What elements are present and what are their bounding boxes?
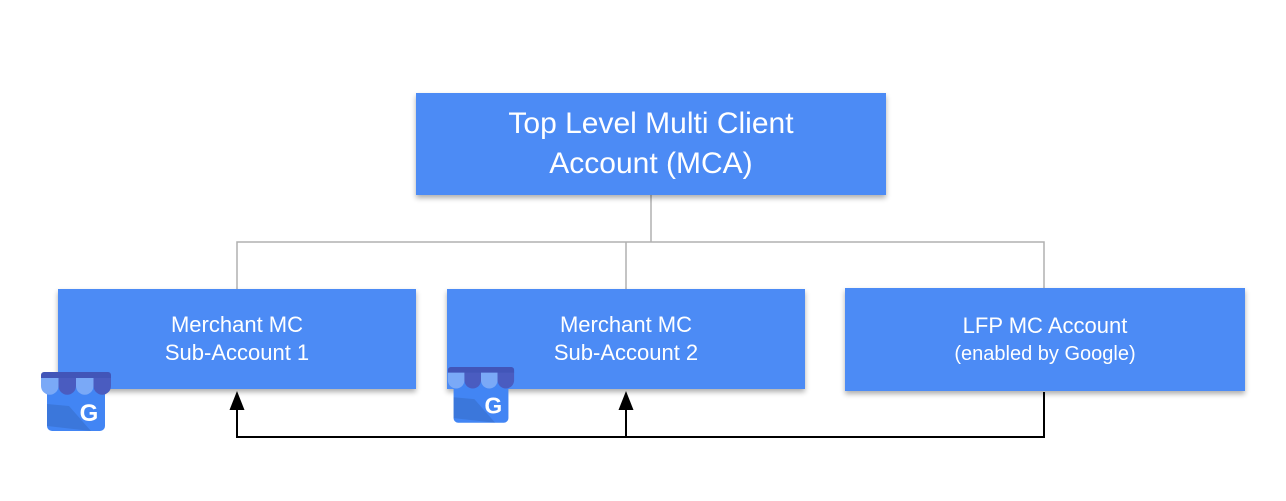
arrowhead-to-sub1 <box>229 391 245 410</box>
node-label-line: Merchant MC <box>170 312 304 337</box>
icon-g-letter: G <box>484 392 502 418</box>
node-label-line: Sub-Account 2 <box>553 340 699 365</box>
arrowhead-to-sub2 <box>618 391 634 410</box>
tree-connector <box>236 195 1045 289</box>
node-lfp-mc-account: LFP MC Account (enabled by Google) <box>845 288 1245 391</box>
node-label-line: LFP MC Account <box>962 312 1128 338</box>
icon-g-letter: G <box>80 400 99 427</box>
node-merchant-sub-account-1: Merchant MC Sub-Account 1 <box>58 289 416 389</box>
google-business-profile-icon: G <box>447 366 515 423</box>
arrowheads <box>229 391 634 410</box>
node-top-level-mca: Top Level Multi Client Account (MCA) <box>416 93 886 195</box>
node-label-line: Sub-Account 1 <box>164 340 310 365</box>
node-label-line: Merchant MC <box>559 312 693 337</box>
lfp-flow-arrows <box>236 392 1045 438</box>
google-business-profile-icon: G <box>41 372 111 431</box>
node-label-line: Top Level Multi Client <box>508 107 794 140</box>
node-label-line: (enabled by Google) <box>954 342 1136 365</box>
node-label-line: Account (MCA) <box>549 147 753 180</box>
